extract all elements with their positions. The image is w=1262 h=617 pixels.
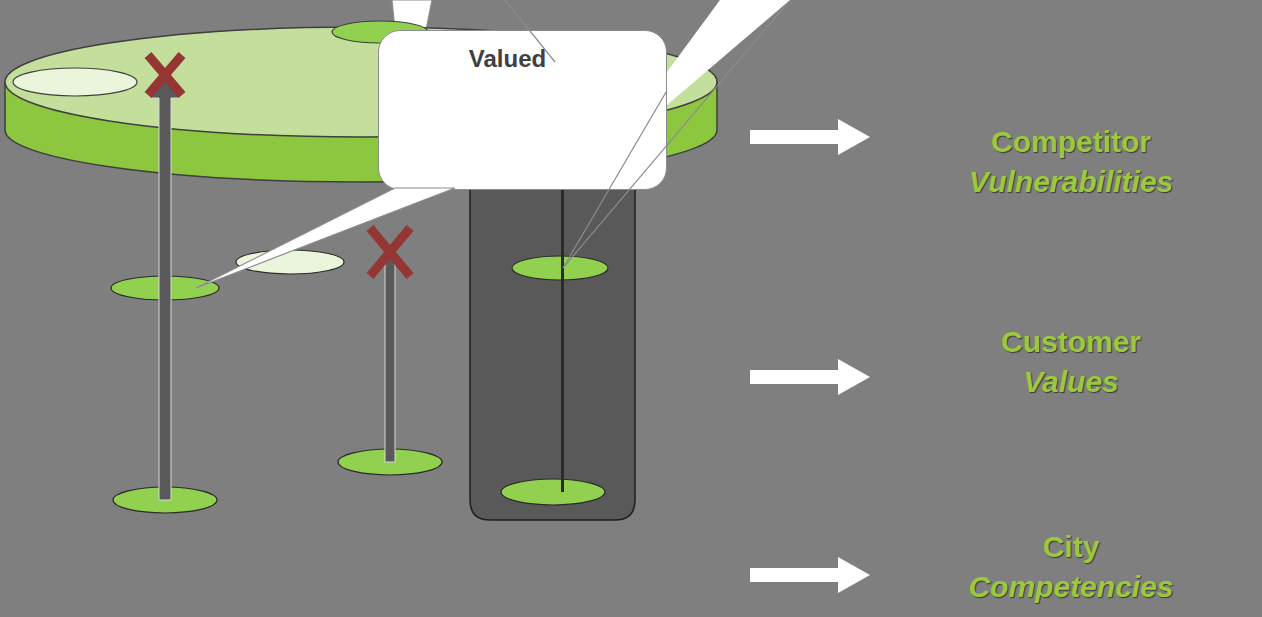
spot-ellipse — [501, 479, 605, 505]
callout-box: Valued — [378, 30, 667, 190]
red-cross — [370, 228, 410, 276]
stopped-arrow — [385, 255, 395, 462]
spot-ellipse — [512, 256, 608, 280]
up-arrow — [150, 70, 180, 500]
pointer-arrow — [750, 359, 870, 395]
callout-tail — [196, 188, 455, 288]
callout-text: Valued — [379, 31, 666, 73]
factor-label: Competitor Vulnerabilities — [960, 122, 1182, 202]
pointer-arrow — [750, 119, 870, 155]
disc-spot — [13, 68, 137, 96]
red-cross — [148, 55, 182, 95]
callout-tail — [667, 0, 790, 105]
dark-column — [470, 160, 635, 520]
column-line — [561, 160, 564, 492]
factor-label: City Competencies — [960, 527, 1182, 607]
pointer-arrow — [750, 557, 870, 593]
factor-label: Customer Values — [960, 322, 1182, 402]
spot-ellipse — [236, 250, 344, 274]
